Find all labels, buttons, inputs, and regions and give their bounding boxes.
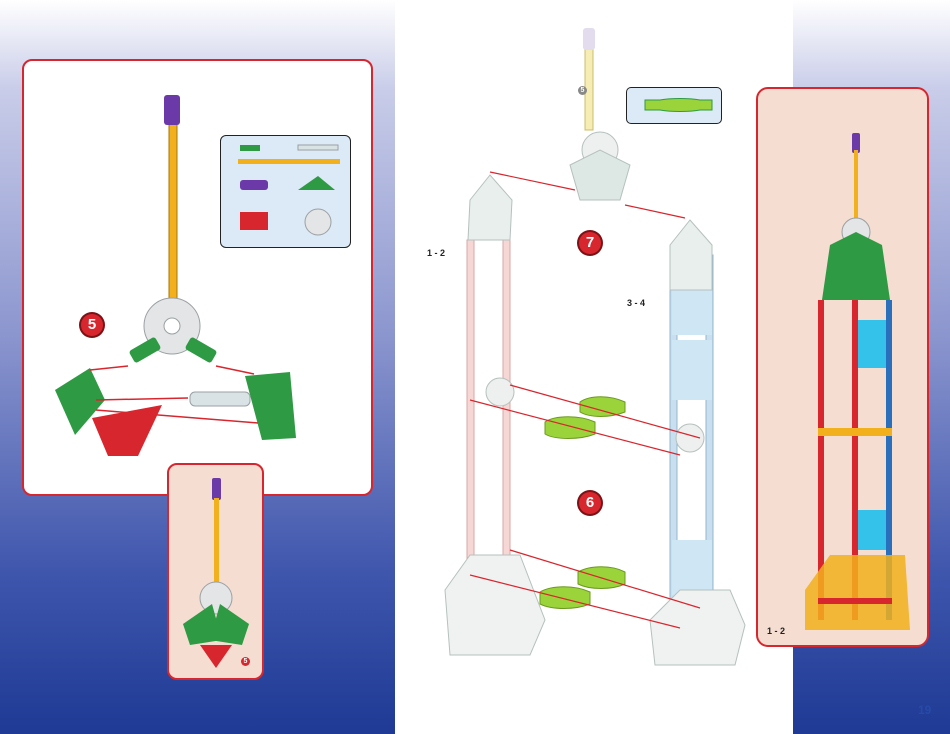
step6-badge: 6 bbox=[579, 492, 601, 514]
green-connector-right bbox=[245, 372, 296, 440]
arrow-icon bbox=[625, 205, 685, 218]
end-cap-icon bbox=[240, 180, 268, 190]
arrow-icon bbox=[216, 366, 254, 374]
arrow-icon bbox=[490, 172, 575, 190]
result-ref-label: 5 bbox=[241, 656, 250, 666]
page-number: 19 bbox=[918, 703, 931, 717]
tower-ref-right: 3 - 4 bbox=[627, 298, 645, 308]
tower-ref-left: 1 - 2 bbox=[427, 248, 445, 258]
hub-icon bbox=[305, 209, 331, 235]
clear-rod bbox=[190, 392, 250, 406]
final-ref: 1 - 2 bbox=[767, 626, 785, 636]
connector-icon bbox=[240, 212, 268, 230]
connector-icon bbox=[240, 145, 260, 151]
connector-icon bbox=[185, 336, 218, 363]
step7-badge: 7 bbox=[579, 232, 601, 254]
final-tower bbox=[805, 133, 910, 630]
connector-icon bbox=[645, 99, 712, 112]
top-ref-label: 5 bbox=[578, 85, 587, 95]
rod-icon bbox=[238, 159, 340, 164]
legend-parts bbox=[238, 145, 340, 235]
connector-icon bbox=[298, 176, 335, 190]
connector-icon bbox=[129, 336, 162, 363]
end-cap-icon bbox=[164, 95, 180, 125]
step5-badge: 5 bbox=[81, 314, 103, 336]
rod-icon bbox=[169, 115, 177, 315]
step5-result bbox=[183, 478, 249, 668]
arrow-icon bbox=[470, 400, 680, 455]
tower-assembly bbox=[445, 28, 745, 665]
arrow-icon bbox=[90, 366, 128, 370]
rod-icon bbox=[298, 145, 338, 150]
arrow-icon bbox=[96, 398, 188, 400]
